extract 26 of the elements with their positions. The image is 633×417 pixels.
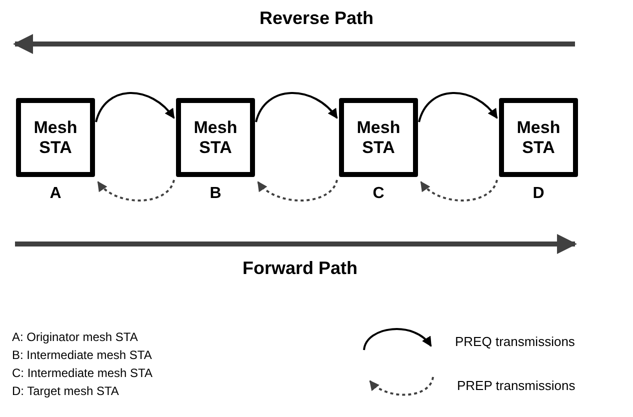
legend-text: PREQ transmissions — [455, 334, 575, 349]
station-box — [339, 98, 418, 177]
path-title: Forward Path — [241, 258, 358, 279]
station-label: Mesh STA — [516, 118, 562, 158]
key-note: B: Intermediate mesh STA — [12, 348, 152, 362]
station-label: Mesh STA — [356, 118, 402, 158]
station-letter: A — [48, 185, 62, 203]
station-box — [176, 98, 255, 177]
transmission-arrow — [97, 180, 175, 202]
station-letter: B — [208, 185, 222, 203]
station-letter: C — [372, 185, 386, 203]
station-box — [499, 98, 578, 177]
path-title: Reverse Path — [258, 8, 375, 29]
transmission-arrow — [420, 180, 498, 202]
station-letter: D — [532, 185, 546, 203]
transmission-arrow — [255, 92, 338, 122]
station-label: Mesh STA — [32, 118, 78, 158]
station-box — [16, 98, 95, 177]
station-label: Mesh STA — [192, 118, 238, 158]
legend-text: PREP transmissions — [457, 378, 576, 393]
transmission-arrow — [257, 180, 338, 202]
key-note: D: Target mesh STA — [12, 384, 119, 398]
key-note: C: Intermediate mesh STA — [12, 366, 152, 380]
transmission-arrow — [95, 92, 175, 122]
key-note: A: Originator mesh STA — [12, 330, 138, 344]
transmission-arrow — [418, 92, 498, 122]
